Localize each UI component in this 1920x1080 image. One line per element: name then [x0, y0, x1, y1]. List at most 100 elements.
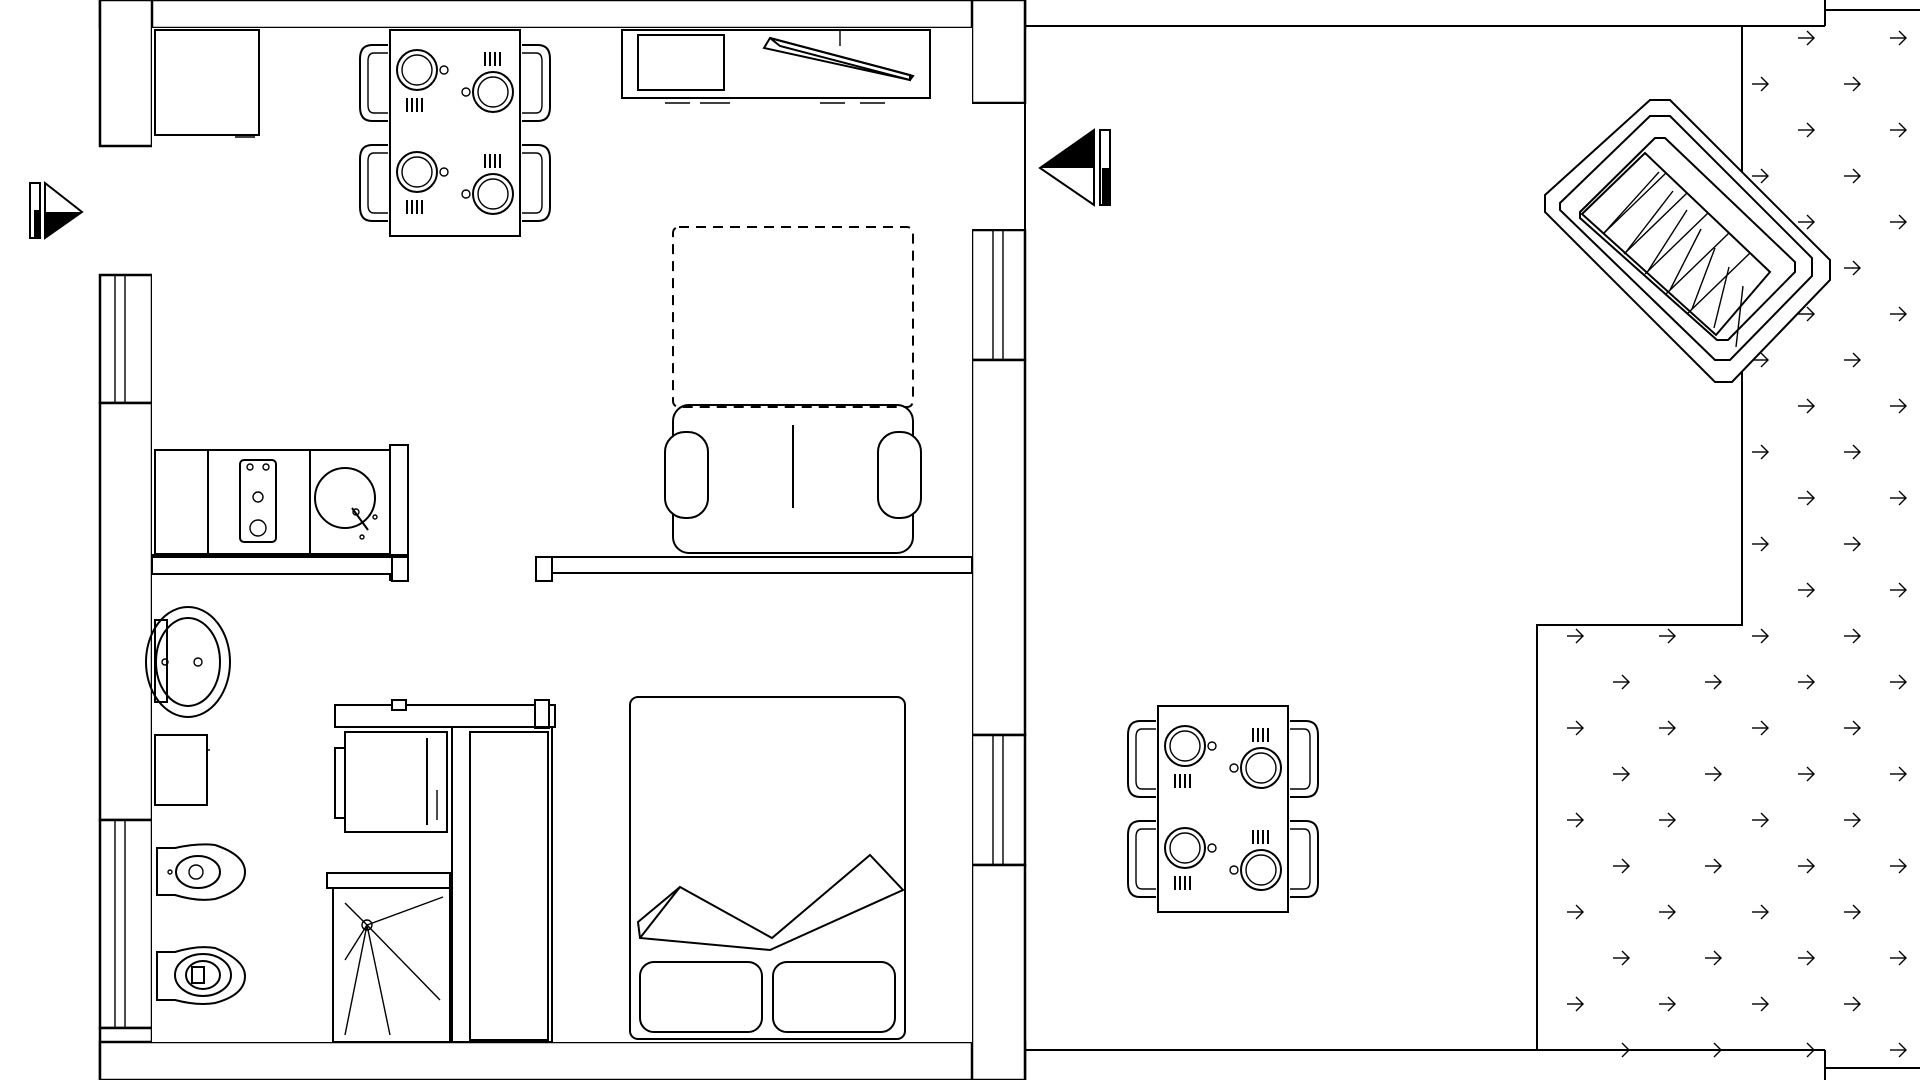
- glass: [461, 189, 471, 199]
- paving-arrow-icon: [1621, 1042, 1630, 1058]
- paving-arrow-icon: [1852, 628, 1861, 644]
- paving-arrow-icon: [1806, 674, 1815, 690]
- paving-arrow-icon: [1713, 674, 1722, 690]
- right-wall-top: [970, 0, 1027, 105]
- glass: [1229, 763, 1239, 773]
- plate: [1245, 854, 1277, 886]
- paving-arrow-icon: [1898, 858, 1907, 874]
- paving-arrow-icon: [1898, 306, 1907, 322]
- plate: [1169, 730, 1201, 762]
- table-top: [1157, 705, 1289, 913]
- bidet: [156, 843, 247, 901]
- plate: [1245, 752, 1277, 784]
- shower: [326, 872, 451, 1043]
- paving-arrow-icon: [1898, 674, 1907, 690]
- double-bed: [629, 696, 906, 1040]
- right-wall-window: [970, 228, 1027, 362]
- paving-arrow-icon: [1713, 858, 1722, 874]
- chair: [1290, 720, 1319, 798]
- grill-bar: [1691, 247, 1716, 310]
- paving-pattern: [1567, 30, 1907, 1058]
- bottom-wall: [98, 1040, 1027, 1080]
- grill-bar: [1647, 209, 1688, 272]
- grill-bar: [1581, 152, 1646, 215]
- paving-arrow-icon: [1852, 536, 1861, 552]
- storage-cabinet: [451, 726, 553, 1043]
- section-marker-icon: [1102, 168, 1110, 205]
- paving-arrow-icon: [1898, 398, 1907, 414]
- paving-arrow-icon: [1575, 904, 1584, 920]
- paving-arrow-icon: [1760, 76, 1769, 92]
- chair: [1290, 728, 1311, 790]
- kitchen-counter: [621, 29, 931, 104]
- chair: [522, 52, 543, 114]
- paving-arrow-icon: [1621, 950, 1630, 966]
- chair: [1290, 820, 1319, 898]
- dining-table-terrace: [1127, 705, 1319, 913]
- right-wall-bottom: [970, 863, 1027, 1080]
- chair: [359, 144, 388, 222]
- chair: [359, 44, 388, 122]
- paving-arrow-icon: [1667, 812, 1676, 828]
- glass: [1207, 843, 1217, 853]
- bathroom-sink: [145, 606, 231, 718]
- plate: [477, 178, 509, 210]
- plate: [472, 173, 514, 215]
- chair: [1127, 820, 1156, 898]
- right-wall-middle: [970, 358, 1027, 737]
- plate: [1164, 827, 1206, 869]
- plate: [1169, 832, 1201, 864]
- paving-arrow-icon: [1713, 1042, 1722, 1058]
- paving-arrow-icon: [1806, 766, 1815, 782]
- paving-arrow-icon: [1852, 260, 1861, 276]
- paving-arrow-icon: [1713, 766, 1722, 782]
- plate: [1240, 849, 1282, 891]
- bathroom-cabinet: [154, 734, 210, 806]
- paving-arrow-icon: [1806, 950, 1815, 966]
- paving-arrow-icon: [1760, 444, 1769, 460]
- section-marker-icon: [1040, 130, 1094, 168]
- paving-arrow-icon: [1898, 30, 1907, 46]
- plate: [477, 76, 509, 108]
- chair: [367, 52, 388, 114]
- glass: [439, 65, 449, 75]
- section-marker-icon: [34, 210, 40, 238]
- grill-bar: [1644, 212, 1709, 275]
- section-marker-right: [1038, 128, 1111, 207]
- paving-arrow-icon: [1806, 858, 1815, 874]
- glass: [1207, 741, 1217, 751]
- dining-table-interior: [359, 29, 551, 237]
- chair: [522, 44, 551, 122]
- chair: [1135, 828, 1156, 890]
- paving-arrow-icon: [1667, 720, 1676, 736]
- plate: [1164, 725, 1206, 767]
- paving-arrow-icon: [1852, 904, 1861, 920]
- chair: [1127, 720, 1156, 798]
- plate: [401, 54, 433, 86]
- plate: [1240, 747, 1282, 789]
- paving-arrow-icon: [1621, 858, 1630, 874]
- terrace-doorway: [971, 104, 1027, 229]
- chair: [1135, 728, 1156, 790]
- paving-arrow-icon: [1575, 812, 1584, 828]
- grill-bar: [1665, 232, 1730, 295]
- paving-arrow-icon: [1760, 904, 1769, 920]
- paving-arrow-icon: [1852, 76, 1861, 92]
- paving-arrow-icon: [1760, 720, 1769, 736]
- washing-machine: [334, 699, 556, 833]
- grill-bar: [1735, 285, 1744, 348]
- glass: [461, 87, 471, 97]
- paving-arrow-icon: [1760, 168, 1769, 184]
- paving-arrow-icon: [1760, 536, 1769, 552]
- paving-arrow-icon: [1667, 904, 1676, 920]
- paving-arrow-icon: [1667, 628, 1676, 644]
- paving-arrow-icon: [1852, 352, 1861, 368]
- top-wall: [98, 0, 1027, 30]
- chair: [522, 144, 551, 222]
- paving-arrow-icon: [1575, 720, 1584, 736]
- terrace: [1025, 0, 1920, 1080]
- paving-arrow-icon: [1667, 996, 1676, 1012]
- plate: [401, 156, 433, 188]
- glass: [1229, 865, 1239, 875]
